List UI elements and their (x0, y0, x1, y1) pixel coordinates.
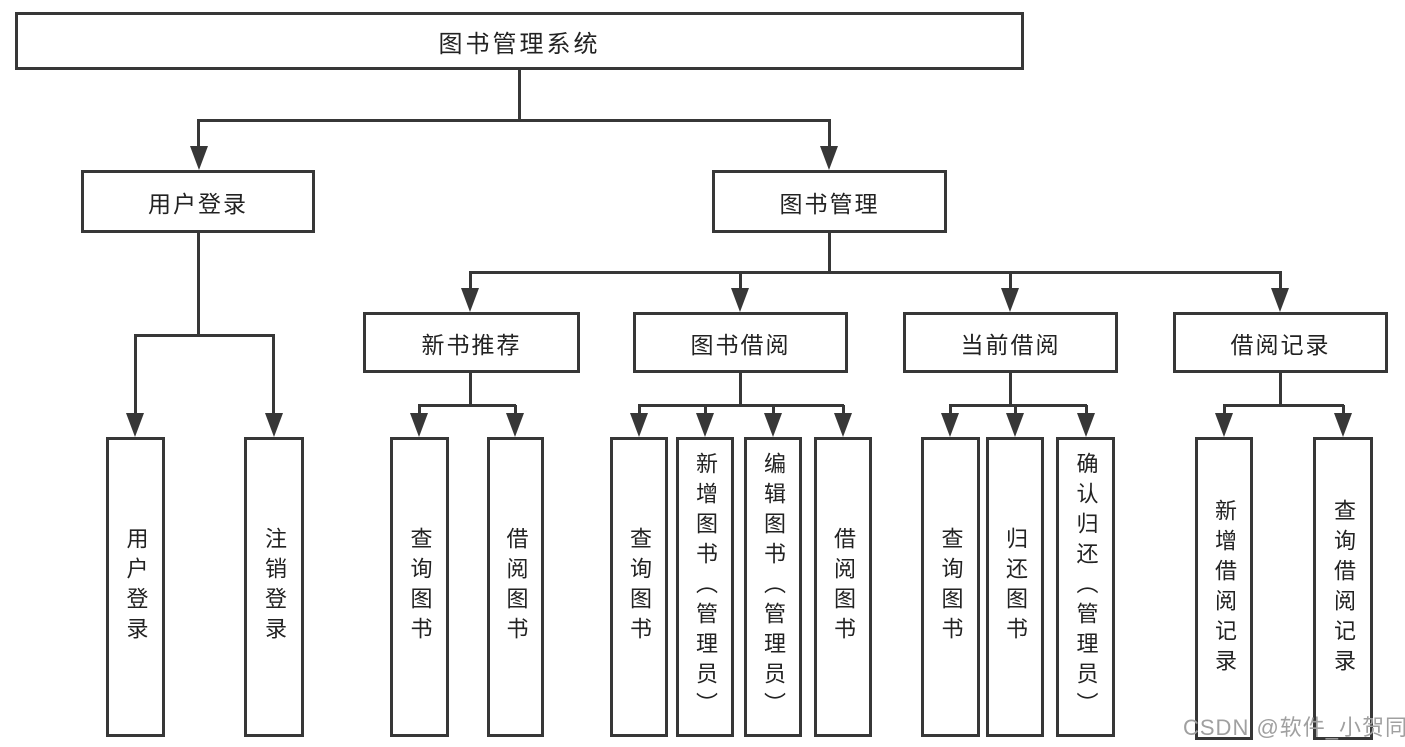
leaf-user-login: 用户登录 (106, 437, 165, 737)
leaf-edit-books-admin: 编辑图书（管理员） (744, 437, 802, 737)
node-book-management: 图书管理 (712, 170, 947, 233)
arrowhead-down-icon (834, 413, 852, 437)
leaf-query-books-borrow: 查询图书 (610, 437, 668, 737)
connector-stem (418, 405, 421, 415)
connector-login-hline (134, 334, 275, 337)
arrowhead-down-icon (410, 413, 428, 437)
leaf-label: 确认归还（管理员） (1073, 452, 1099, 722)
arrowhead-down-icon (506, 413, 524, 437)
leaf-label: 新增图书（管理员） (693, 452, 718, 722)
connector-stem (739, 272, 742, 290)
connector-stem (469, 272, 472, 290)
connector-recommend-hline (418, 404, 516, 407)
connector-stem (1223, 405, 1226, 415)
connector-root-vline (518, 69, 521, 122)
leaf-logout: 注销登录 (244, 437, 304, 737)
connector-stem (514, 405, 517, 415)
arrowhead-down-icon (630, 413, 648, 437)
connector-stem (272, 335, 275, 415)
arrowhead-down-icon (696, 413, 714, 437)
connector-current-vline (1009, 373, 1012, 406)
node-new-book-recommend-label: 新书推荐 (421, 331, 522, 358)
node-current-borrow-label: 当前借阅 (960, 331, 1061, 358)
leaf-borrow-books: 借阅图书 (814, 437, 872, 737)
connector-stem (1009, 272, 1012, 290)
arrowhead-down-icon (820, 146, 838, 170)
node-root-label: 图书管理系统 (438, 30, 601, 58)
connector-borrow-vline (739, 373, 742, 406)
leaf-query-books-current: 查询图书 (921, 437, 980, 737)
leaf-borrow-books-recommend: 借阅图书 (487, 437, 544, 737)
leaf-user-login-label: 用户登录 (123, 527, 149, 647)
csdn-watermark: CSDN @软件_小贺同学 (1183, 715, 1405, 740)
node-user-login: 用户登录 (81, 170, 315, 233)
leaf-label: 查询借阅记录 (1331, 498, 1356, 679)
connector-stem (1085, 405, 1088, 415)
arrowhead-down-icon (731, 288, 749, 312)
connector-stem (134, 335, 137, 415)
arrowhead-down-icon (1334, 413, 1352, 437)
connector-root-hline (197, 119, 831, 122)
leaf-confirm-return-admin: 确认归还（管理员） (1056, 437, 1115, 737)
connector-stem (828, 120, 831, 148)
node-new-book-recommend: 新书推荐 (363, 312, 580, 373)
leaf-label: 新增借阅记录 (1212, 498, 1237, 679)
node-user-login-label: 用户登录 (148, 190, 248, 217)
connector-recommend-vline (469, 373, 472, 406)
connector-current-hline (949, 404, 1087, 407)
connector-stem (197, 120, 200, 148)
connector-stem (638, 405, 641, 415)
connector-login-vline (197, 232, 200, 336)
connector-records-hline (1223, 404, 1344, 407)
leaf-label: 查询图书 (407, 527, 433, 647)
connector-stem (704, 405, 707, 415)
arrowhead-down-icon (1215, 413, 1233, 437)
arrowhead-down-icon (1271, 288, 1289, 312)
node-book-borrow: 图书借阅 (633, 312, 848, 373)
connector-stem (1014, 405, 1017, 415)
leaf-label: 查询图书 (627, 527, 652, 647)
node-root: 图书管理系统 (15, 12, 1024, 70)
arrowhead-down-icon (1001, 288, 1019, 312)
leaf-logout-label: 注销登录 (262, 527, 287, 647)
leaf-label: 查询图书 (938, 527, 964, 647)
leaf-label: 借阅图书 (503, 527, 529, 647)
node-book-borrow-label: 图书借阅 (690, 331, 791, 358)
leaf-label: 归还图书 (1003, 527, 1028, 647)
arrowhead-down-icon (190, 146, 208, 170)
node-borrow-records: 借阅记录 (1173, 312, 1388, 373)
node-book-management-label: 图书管理 (779, 190, 880, 217)
leaf-return-books: 归还图书 (986, 437, 1044, 737)
arrowhead-down-icon (764, 413, 782, 437)
connector-records-vline (1279, 373, 1282, 406)
arrowhead-down-icon (1077, 413, 1095, 437)
connector-mgmt-vline (828, 232, 831, 274)
leaf-query-books-recommend: 查询图书 (390, 437, 449, 737)
connector-stem (772, 405, 775, 415)
connector-stem (1342, 405, 1345, 415)
leaf-label: 编辑图书（管理员） (761, 452, 786, 722)
connector-stem (842, 405, 845, 415)
leaf-query-borrow-record: 查询借阅记录 (1313, 437, 1373, 740)
node-borrow-records-label: 借阅记录 (1230, 331, 1331, 358)
node-current-borrow: 当前借阅 (903, 312, 1118, 373)
leaf-label: 借阅图书 (831, 527, 856, 647)
arrowhead-down-icon (126, 413, 144, 437)
arrowhead-down-icon (265, 413, 283, 437)
leaf-add-borrow-record: 新增借阅记录 (1195, 437, 1253, 740)
arrowhead-down-icon (1006, 413, 1024, 437)
connector-stem (949, 405, 952, 415)
connector-mgmt-hline (469, 271, 1282, 274)
connector-borrow-hline (638, 404, 844, 407)
arrowhead-down-icon (461, 288, 479, 312)
connector-stem (1279, 272, 1282, 290)
leaf-add-books-admin: 新增图书（管理员） (676, 437, 734, 737)
arrowhead-down-icon (941, 413, 959, 437)
